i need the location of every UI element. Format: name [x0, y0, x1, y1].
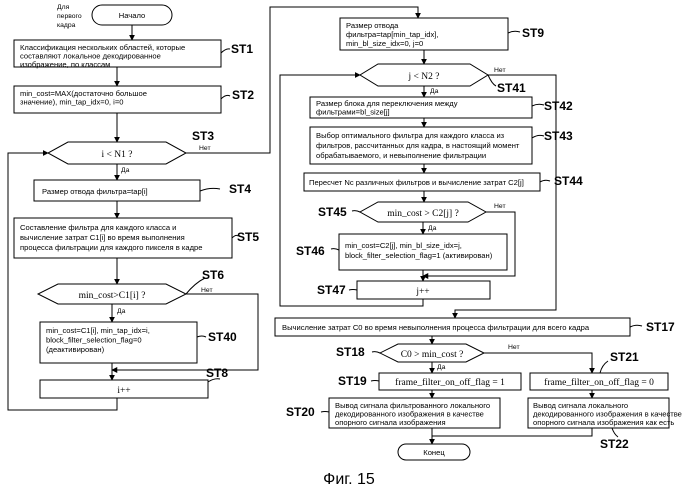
start-label: Начало [119, 11, 145, 20]
box-st47-text: j++ [415, 287, 429, 297]
st3-no-label: Нет [199, 145, 211, 152]
step-st43: ST43 [544, 129, 573, 143]
step-st19: ST19 [338, 374, 367, 388]
box-st17-text: Вычисление затрат C0 во время невыполнен… [282, 323, 590, 332]
step-st2: ST2 [232, 88, 254, 102]
box-st4-text: Размер отвода фильтра=tap[i] [42, 187, 148, 196]
step-st22: ST22 [600, 437, 629, 451]
st6-yes-label: Да [117, 308, 126, 315]
step-st21: ST21 [610, 350, 639, 364]
leader [321, 412, 329, 413]
step-st44: ST44 [554, 174, 583, 188]
merge-line [432, 428, 592, 436]
decision-st45-text: min_cost > C2[j] ? [387, 209, 459, 219]
step-st4: ST4 [229, 182, 251, 196]
step-st40: ST40 [208, 330, 237, 344]
leader [612, 428, 618, 437]
step-st47: ST47 [317, 283, 346, 297]
leader [508, 31, 520, 33]
leader [488, 75, 496, 86]
st45-yes-label: Да [428, 225, 437, 232]
step-st9: ST9 [522, 26, 544, 40]
st18-no-label: Нет [508, 344, 520, 351]
leader [532, 135, 544, 138]
end-label: Конец [423, 448, 445, 457]
box-st44-text: Пересчет Nc различных фильтров и вычисле… [309, 178, 524, 187]
st6-no-label: Нет [201, 287, 213, 294]
box-st5-text: Составление фильтра для каждого класса и… [20, 223, 203, 252]
leader [197, 336, 206, 337]
leader [352, 211, 360, 212]
leader [331, 249, 339, 250]
st41-no-label: Нет [494, 67, 506, 74]
leader [200, 188, 220, 191]
step-st3: ST3 [192, 129, 214, 143]
leader [600, 361, 608, 373]
decision-st3-text: i < N1 ? [102, 150, 133, 160]
leader [372, 352, 380, 353]
step-st46: ST46 [296, 244, 325, 258]
st18-no-line [484, 353, 592, 373]
step-st45: ST45 [318, 205, 347, 219]
leader [630, 325, 642, 327]
leader [349, 290, 357, 291]
st41-yes-label: Да [430, 88, 439, 95]
leader [540, 180, 550, 182]
step-st42: ST42 [544, 99, 573, 113]
step-st18: ST18 [336, 345, 365, 359]
box-st8-text: i++ [117, 386, 130, 396]
box-st19-text: frame_filter_on_off_flag = 1 [395, 377, 505, 388]
step-st5: ST5 [237, 230, 259, 244]
leader [221, 95, 230, 99]
leader [221, 49, 230, 53]
decision-st6-text: min_cost>C1[i] ? [79, 291, 146, 301]
step-st6: ST6 [202, 268, 224, 282]
st45-no-label: Нет [494, 203, 506, 210]
figure-caption: Фиг. 15 [323, 471, 375, 488]
leader [371, 381, 379, 382]
decision-st18-text: C0 > min_cost ? [401, 350, 464, 360]
for-first-frame-label: Для первого кадра [57, 4, 84, 29]
step-st8: ST8 [206, 366, 228, 380]
step-st41: ST41 [497, 81, 526, 95]
step-st1: ST1 [231, 42, 253, 56]
leader [532, 104, 544, 106]
step-st20: ST20 [286, 405, 315, 419]
box-st21-text: frame_filter_on_off_flag = 0 [544, 377, 654, 388]
st18-yes-label: Да [437, 364, 446, 371]
decision-st41-text: j < N2 ? [408, 72, 440, 82]
step-st17: ST17 [646, 320, 675, 334]
st3-yes-label: Да [121, 167, 130, 174]
